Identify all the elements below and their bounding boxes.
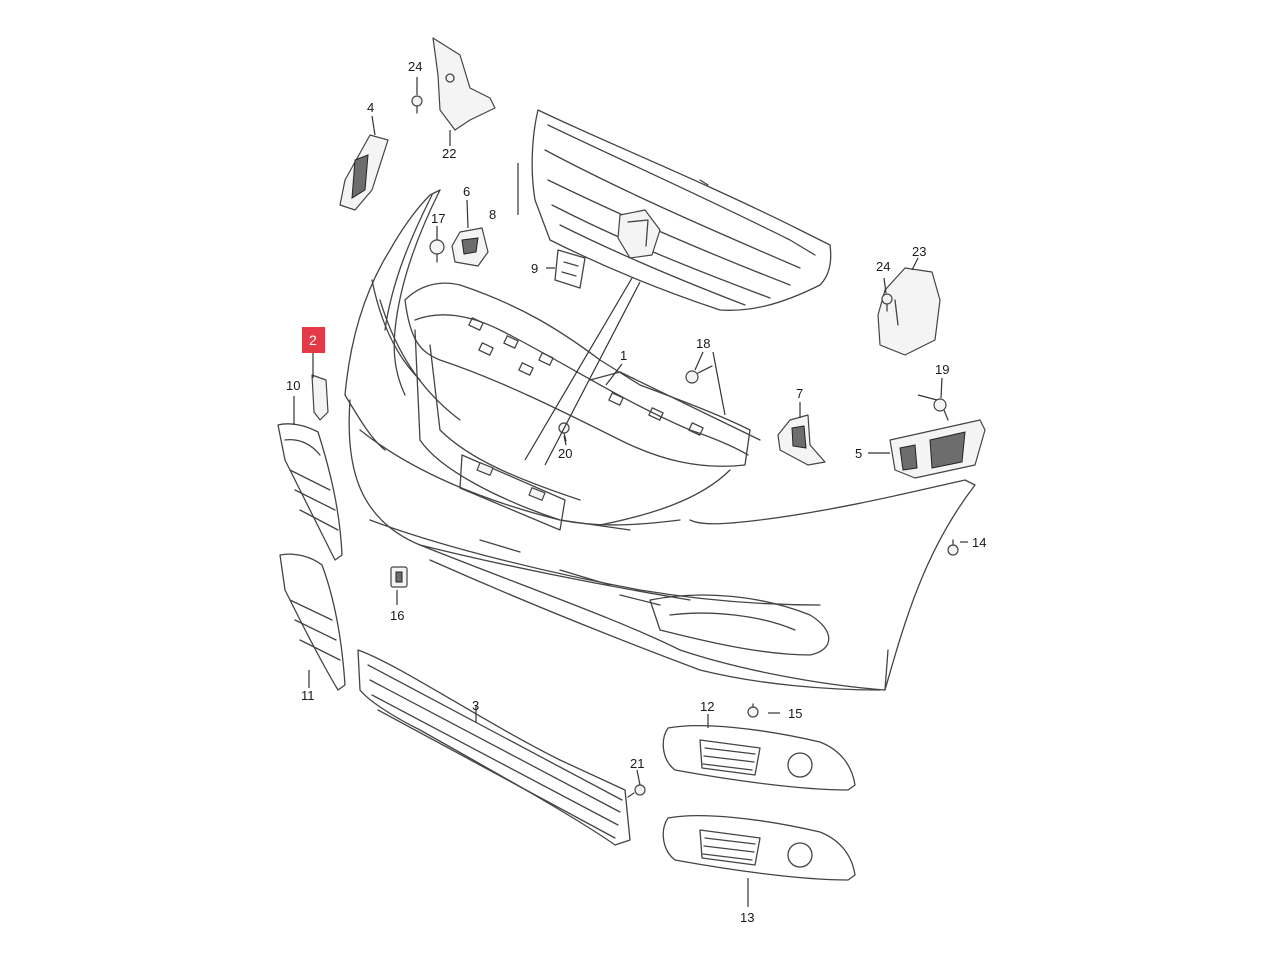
- part-9-emblem-drawing[interactable]: [554, 249, 586, 289]
- label-11[interactable]: 11: [301, 688, 315, 703]
- bumper-cover-drawing[interactable]: [344, 189, 976, 691]
- label-1[interactable]: 1: [620, 348, 627, 363]
- grille-frame-drawing[interactable]: [404, 282, 761, 531]
- part-11-left-bezel-lower-drawing[interactable]: [279, 553, 346, 691]
- label-5[interactable]: 5: [855, 446, 862, 461]
- part-17-fastener-drawing[interactable]: [429, 239, 445, 263]
- part-6-clip-drawing[interactable]: [451, 227, 489, 267]
- label-4[interactable]: 4: [367, 100, 374, 115]
- highlighted-part-badge[interactable]: 2: [302, 327, 325, 353]
- label-16[interactable]: 16: [390, 608, 404, 623]
- label-24-top[interactable]: 24: [408, 59, 422, 74]
- part-14-screw-drawing[interactable]: [947, 539, 959, 556]
- part-7-bracket-drawing[interactable]: [777, 414, 826, 466]
- label-7[interactable]: 7: [796, 386, 803, 401]
- label-3[interactable]: 3: [472, 698, 479, 713]
- label-18[interactable]: 18: [696, 336, 710, 351]
- part-13-fog-bezel-lower-drawing[interactable]: [662, 815, 856, 881]
- label-17[interactable]: 17: [431, 211, 445, 226]
- label-19[interactable]: 19: [935, 362, 949, 377]
- part-24-fastener-right-drawing[interactable]: [881, 293, 893, 312]
- part-22-bracket-drawing[interactable]: [432, 37, 496, 131]
- part-12-fog-bezel-drawing[interactable]: [662, 725, 856, 791]
- label-21[interactable]: 21: [630, 756, 644, 771]
- part-15-screw-drawing[interactable]: [747, 703, 759, 718]
- label-23[interactable]: 23: [912, 244, 926, 259]
- highlight-box: [302, 327, 325, 353]
- label-8[interactable]: 8: [489, 207, 496, 222]
- label-10[interactable]: 10: [286, 378, 300, 393]
- label-12[interactable]: 12: [700, 699, 714, 714]
- part-21-screw-drawing[interactable]: [627, 784, 646, 798]
- label-2: 2: [309, 332, 317, 348]
- part-4-bracket-drawing[interactable]: [339, 134, 389, 211]
- part-3-lower-grille-drawing[interactable]: [357, 649, 631, 846]
- label-6[interactable]: 6: [463, 184, 470, 199]
- label-13[interactable]: 13: [740, 910, 754, 925]
- part-16-clip-drawing[interactable]: [390, 566, 408, 588]
- label-22[interactable]: 22: [442, 146, 456, 161]
- label-15[interactable]: 15: [788, 706, 802, 721]
- label-20[interactable]: 20: [558, 446, 572, 461]
- label-9[interactable]: 9: [531, 261, 538, 276]
- part-18-screw-drawing[interactable]: [685, 365, 713, 384]
- leader-lines: [293, 77, 968, 907]
- upper-grille-drawing[interactable]: [531, 109, 832, 311]
- part-10-left-bezel-drawing[interactable]: [277, 423, 343, 561]
- part-19-screw-drawing[interactable]: [933, 398, 949, 421]
- part-number-labels: 24 4 22 6 17 8 9 23 24 1 18 19 7 5 20 14…: [286, 59, 986, 925]
- part-5-bracket-drawing[interactable]: [889, 419, 986, 479]
- label-24-right[interactable]: 24: [876, 259, 890, 274]
- part-24-fastener-top-drawing[interactable]: [411, 95, 423, 114]
- part-2-tow-hook-cover-drawing[interactable]: [311, 374, 329, 421]
- label-14[interactable]: 14: [972, 535, 986, 550]
